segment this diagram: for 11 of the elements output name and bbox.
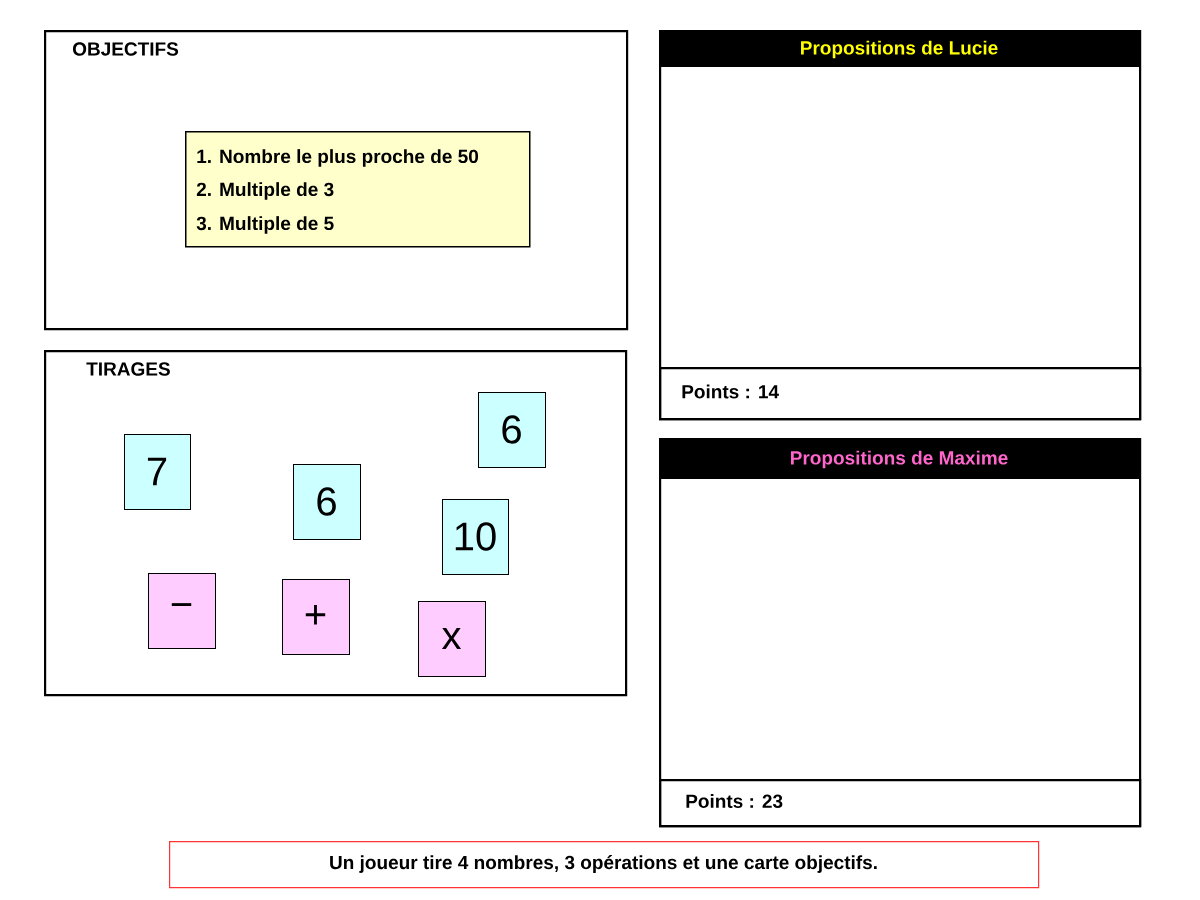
number-card: 6	[478, 392, 546, 468]
score-cell: Points : 23	[659, 779, 1142, 828]
number-card: 7	[124, 434, 191, 510]
score-cell: Points : 14	[659, 367, 1142, 421]
operation-card: x	[418, 601, 486, 677]
note-box: Un joueur tire 4 nombres, 3 opérations et une carte objectifs.	[169, 841, 1040, 889]
number-card: 6	[293, 464, 361, 540]
objective-card: 1. Nombre le plus proche de 50 2. Multiple de 3 3. Multiple de 5	[185, 131, 531, 248]
operation-card: −	[148, 573, 216, 649]
number-card: 10	[442, 499, 509, 575]
operation-card: +	[282, 579, 350, 655]
